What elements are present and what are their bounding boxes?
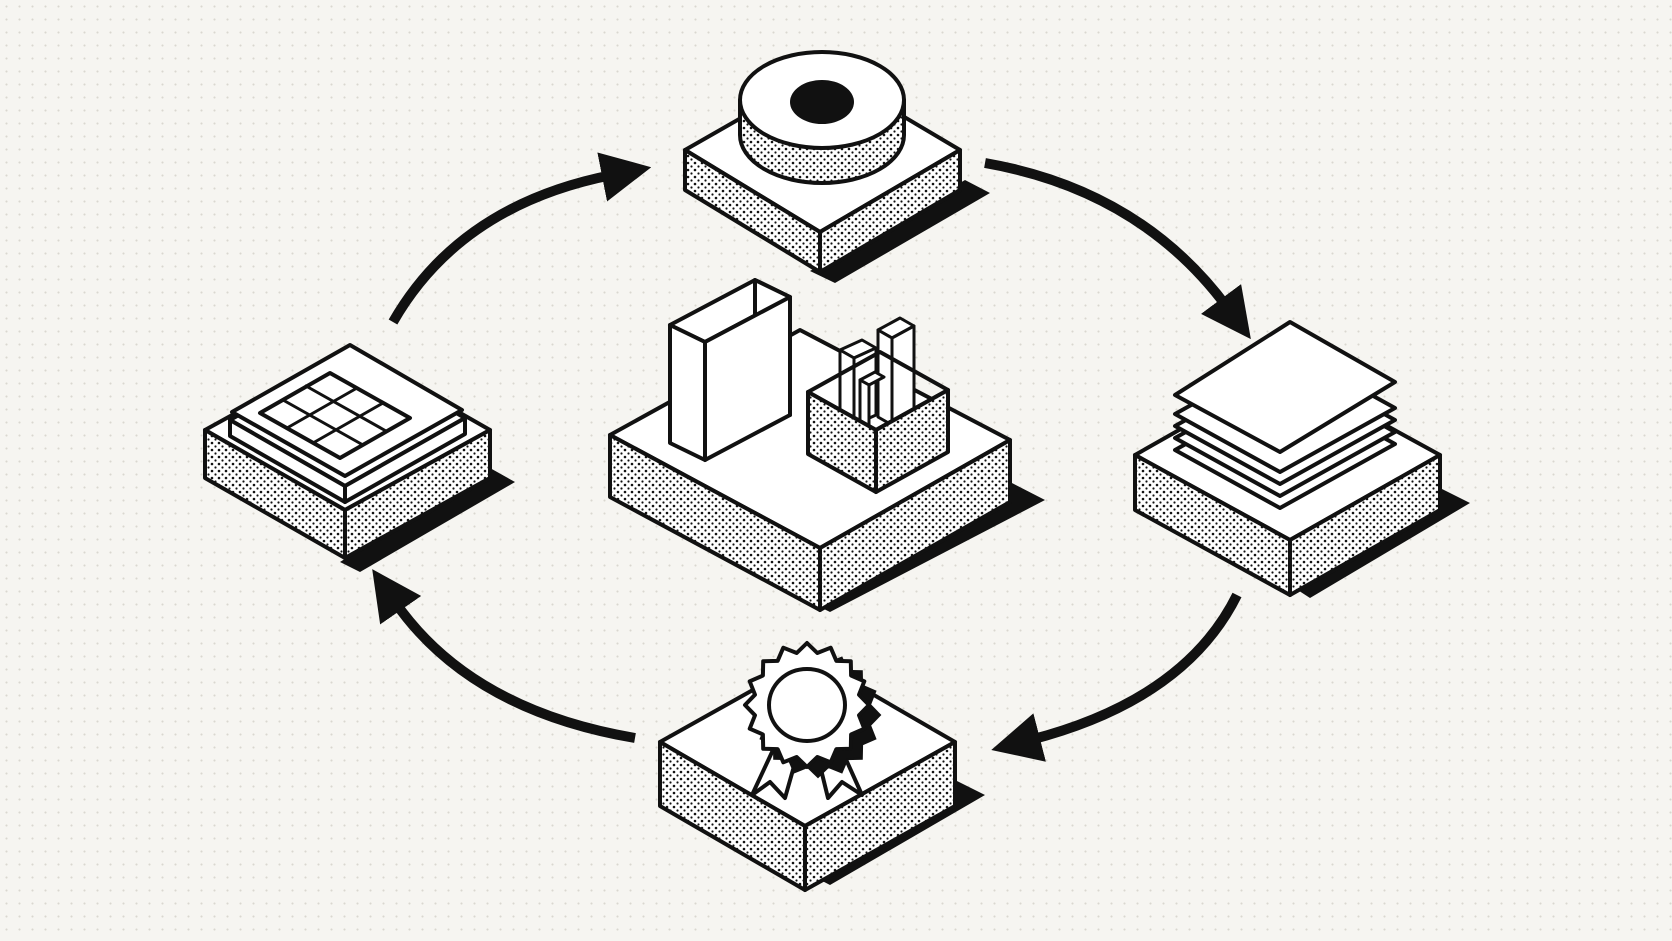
ring-target-icon [738, 50, 906, 185]
arrow-bottom-to-left [372, 569, 636, 743]
bar-chart-cup-icon [806, 316, 950, 494]
arrow-right-to-bottom [991, 592, 1242, 762]
node-left [203, 343, 515, 572]
cycle-arrows [372, 152, 1251, 762]
node-bottom [658, 641, 985, 892]
calendar-grid-icon [228, 343, 467, 504]
node-top [683, 50, 990, 283]
node-center [608, 278, 1045, 612]
arrow-top-to-right [984, 158, 1251, 340]
binder-icon [668, 278, 792, 462]
stacked-sheets-icon [1173, 320, 1397, 510]
arrow-left-to-top [388, 152, 652, 325]
node-right [1133, 320, 1470, 598]
award-ribbon-icon [743, 641, 882, 800]
